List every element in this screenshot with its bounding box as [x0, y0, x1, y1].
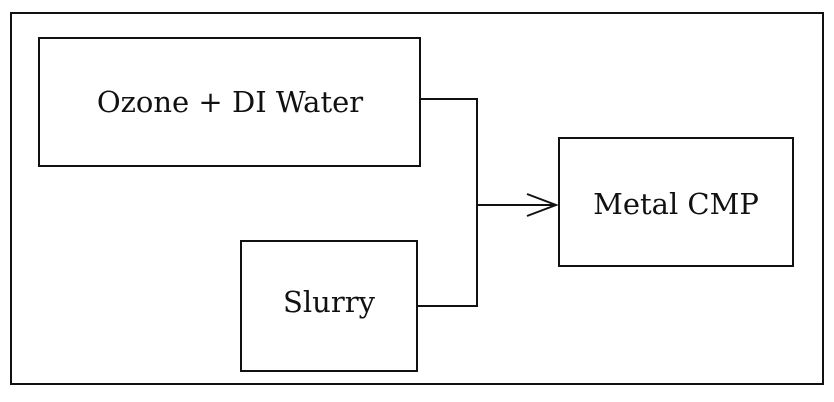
connectors — [417, 99, 556, 306]
edge-slurry-to-merge — [417, 205, 477, 306]
node-label-metal-cmp: Metal CMP — [593, 187, 759, 221]
node-metal-cmp: Metal CMP — [559, 138, 793, 266]
node-label-ozone-di-water: Ozone + DI Water — [97, 85, 363, 119]
node-ozone-di-water: Ozone + DI Water — [39, 38, 420, 166]
edge-ozone-to-merge — [420, 99, 477, 205]
node-slurry: Slurry — [241, 241, 417, 371]
node-label-slurry: Slurry — [283, 285, 376, 319]
